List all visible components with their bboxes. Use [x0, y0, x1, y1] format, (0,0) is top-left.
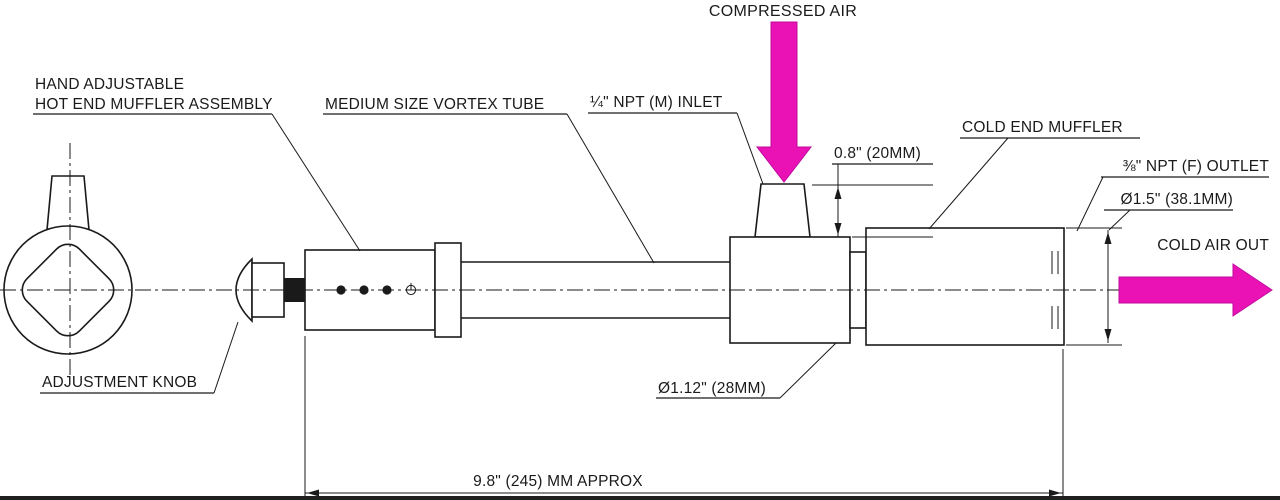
adjustment-knob-label: ADJUSTMENT KNOB [42, 374, 197, 391]
dim-inlet-height: 0.8" (20MM) [812, 145, 933, 238]
end-view-threaded-stud [46, 175, 90, 231]
outlet-label: ⅜" NPT (F) OUTLET [1123, 158, 1270, 175]
inlet-threads [754, 183, 811, 238]
cold-air-out-label: COLD AIR OUT [1157, 237, 1269, 254]
leader-outlet-diameter [1108, 209, 1131, 231]
inlet-label: ¼" NPT (M) INLET [590, 94, 723, 111]
knob-threaded-neck [284, 278, 305, 302]
leader-adjustment-knob [213, 321, 239, 394]
cold-air-out-arrow [1118, 263, 1273, 317]
dim-body-diameter-text: Ø1.12" (28MM) [658, 380, 766, 397]
dim-overall-length: 9.8" (245) MM APPROX [304, 336, 1064, 497]
leader-cold-muffler [928, 137, 1009, 230]
hand-adjustable-label-line2: HOT END MUFFLER ASSEMBLY [35, 96, 273, 113]
hand-adjustable-label-line1: HAND ADJUSTABLE [35, 76, 184, 93]
hot-end-muffler-part [304, 242, 462, 338]
cold-end-muffler-label: COLD END MUFFLER [962, 119, 1123, 136]
leader-vortex-tube [566, 113, 655, 264]
hot-muffler-end-view [3, 175, 133, 355]
leader-body-diameter [779, 342, 837, 399]
dim-inlet-height-text: 0.8" (20MM) [834, 145, 921, 162]
leader-lines [213, 112, 1131, 399]
dim-outlet-diameter: Ø1.5" (38.1MM) [1066, 191, 1233, 346]
leader-outlet [1076, 176, 1104, 232]
dim-outlet-diameter-text: Ø1.5" (38.1MM) [1120, 191, 1233, 208]
annotations: COMPRESSED AIR HAND ADJUSTABLE HOT END M… [33, 3, 1270, 394]
cold-end-muffler-part [849, 227, 1065, 346]
leader-hot-muffler [271, 113, 361, 252]
inlet-block-part [729, 183, 851, 344]
compressed-air-arrow [755, 21, 813, 183]
centerlines [0, 143, 1122, 378]
dim-overall-length-text: 9.8" (245) MM APPROX [473, 473, 643, 490]
bottom-edge [0, 496, 1280, 500]
muffler-hole-1 [336, 285, 346, 295]
cold-muffler-body [865, 227, 1065, 346]
vortex-tube-label: MEDIUM SIZE VORTEX TUBE [325, 96, 544, 113]
compressed-air-label: COMPRESSED AIR [709, 3, 857, 20]
vortex-tube-part [461, 261, 731, 319]
leader-inlet [736, 112, 764, 185]
dim-body-diameter: Ø1.12" (28MM) [656, 380, 780, 399]
